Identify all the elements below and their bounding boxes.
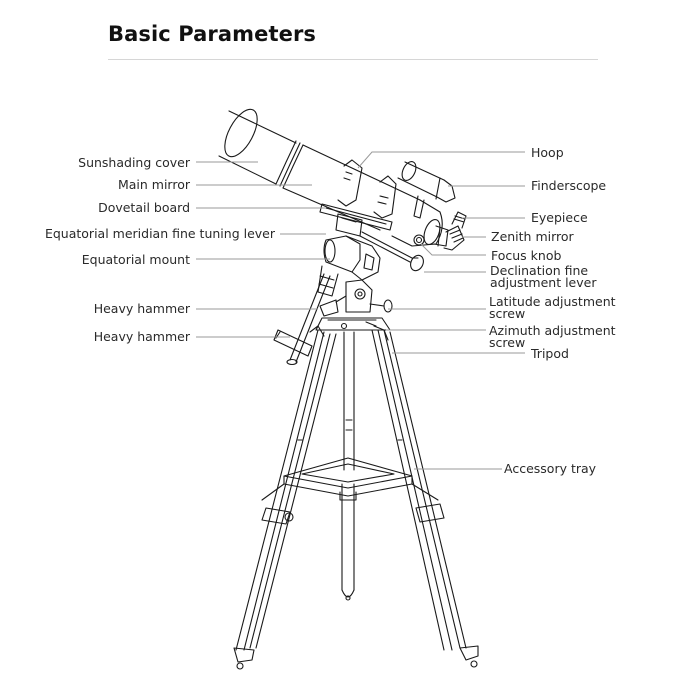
title-divider xyxy=(108,59,598,60)
label-accessory-tray: Accessory tray xyxy=(504,461,597,476)
label-zenith-mirror: Zenith mirror xyxy=(491,229,574,244)
label-eyepiece: Eyepiece xyxy=(531,210,588,225)
label-equatorial-meridian-fine-tuning-lever: Equatorial meridian fine tuning lever xyxy=(44,226,275,241)
label-equatorial-mount: Equatorial mount xyxy=(81,252,190,267)
leader-lines-left xyxy=(196,161,330,338)
label-latitude-adjustment-screw: Latitude adjustment screw xyxy=(489,294,616,321)
label-heavy-hammer-2: Heavy hammer xyxy=(93,329,190,344)
label-main-mirror: Main mirror xyxy=(117,177,190,192)
tripod-legs xyxy=(233,325,479,670)
accessory-tray xyxy=(261,457,439,501)
equatorial-mount-head xyxy=(315,213,424,331)
label-sunshading-cover: Sunshading cover xyxy=(78,155,190,170)
finderscope xyxy=(397,161,456,219)
label-hoop: Hoop xyxy=(531,145,564,160)
label-declination-fine-adjustment-lever: Declination fine adjustment lever xyxy=(490,263,597,290)
page-title: Basic Parameters xyxy=(108,22,317,46)
label-azimuth-adjustment-screw: Azimuth adjustment screw xyxy=(489,323,616,350)
leader-lines-right xyxy=(357,151,525,470)
label-tripod: Tripod xyxy=(531,346,569,361)
label-focus-knob: Focus knob xyxy=(491,248,562,263)
label-heavy-hammer-1: Heavy hammer xyxy=(93,301,190,316)
tube-rings xyxy=(319,159,397,231)
label-dovetail-board: Dovetail board xyxy=(98,200,190,215)
label-finderscope: Finderscope xyxy=(531,178,607,193)
